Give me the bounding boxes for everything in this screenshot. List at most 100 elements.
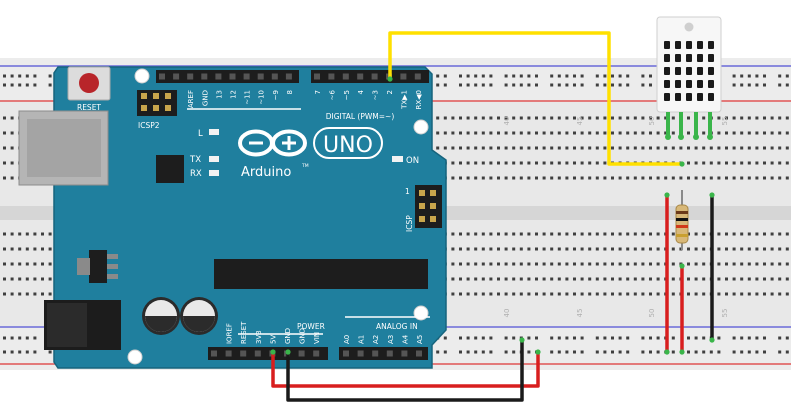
digital-socket[interactable] [371, 73, 378, 80]
digital-socket[interactable] [285, 73, 292, 80]
wire-endpoint [535, 349, 541, 355]
breadboard-hole [694, 336, 698, 340]
digital-socket[interactable] [201, 73, 208, 80]
breadboard-hole [474, 350, 478, 354]
digital-socket[interactable] [159, 73, 165, 80]
breadboard-hole [481, 336, 485, 340]
breadboard-hole [664, 146, 668, 150]
breadboard-hole [557, 161, 561, 165]
header-socket[interactable] [386, 350, 393, 357]
breadboard-hole [763, 292, 766, 296]
breadboard-hole [557, 131, 561, 135]
digital-socket[interactable] [257, 73, 264, 80]
breadboard-hole [489, 232, 493, 236]
grille-slot [708, 80, 714, 88]
digital-socket[interactable] [342, 73, 349, 80]
breadboard-hole [580, 146, 584, 150]
breadboard-hole [580, 247, 584, 251]
breadboard-hole [603, 161, 607, 165]
breadboard-hole [573, 336, 576, 340]
breadboard-hole [580, 292, 584, 296]
header-socket[interactable] [298, 350, 305, 357]
breadboard-hole [10, 146, 14, 150]
header-socket[interactable] [401, 350, 408, 357]
breadboard-hole [671, 232, 675, 236]
breadboard-hole [633, 176, 637, 180]
breadboard-hole [633, 232, 637, 236]
breadboard-hole [18, 277, 22, 281]
icsp-pin [430, 203, 436, 209]
breadboard-hole [747, 176, 751, 180]
header-socket[interactable] [357, 350, 364, 357]
digital-socket[interactable] [229, 73, 236, 80]
breadboard-hole [550, 292, 554, 296]
breadboard-hole [755, 350, 759, 354]
led-rx-label: RX [190, 169, 202, 179]
breadboard-hole [671, 146, 675, 150]
breadboard-hole [573, 232, 576, 236]
breadboard-hole [527, 116, 531, 120]
digital-socket[interactable] [314, 73, 320, 80]
breadboard-hole [565, 232, 569, 236]
main-microcontroller [214, 259, 428, 289]
breadboard-hole [687, 292, 690, 296]
header-socket[interactable] [313, 350, 320, 357]
digital-socket[interactable] [243, 73, 250, 80]
breadboard-hole [702, 262, 706, 266]
breadboard-hole [3, 83, 6, 87]
breadboard-hole [717, 262, 721, 266]
digital-socket[interactable] [328, 73, 335, 80]
breadboard-hole [3, 161, 6, 165]
digital-socket[interactable] [173, 73, 180, 80]
breadboard-hole [565, 161, 569, 165]
breadboard-hole [10, 83, 14, 87]
breadboard-hole [557, 176, 561, 180]
breadboard-hole [747, 350, 751, 354]
header-socket[interactable] [343, 350, 349, 357]
breadboard-hole [565, 292, 569, 296]
breadboard-hole [497, 116, 500, 120]
header-socket[interactable] [240, 350, 247, 357]
digital-socket[interactable] [414, 73, 421, 80]
breadboard-hole [573, 83, 576, 87]
header-socket[interactable] [372, 350, 379, 357]
breadboard-hole [489, 350, 493, 354]
breadboard-hole [763, 131, 766, 135]
breadboard-hole [747, 292, 751, 296]
breadboard-hole [656, 176, 660, 180]
breadboard-hole [702, 292, 706, 296]
breadboard-hole [755, 161, 759, 165]
bottom-header-sockets [211, 350, 422, 357]
breadboard-hole [770, 116, 774, 120]
breadboard-hole [33, 336, 37, 340]
breadboard-hole [755, 292, 759, 296]
digital-socket[interactable] [357, 73, 364, 80]
header-socket[interactable] [416, 350, 422, 357]
breadboard-hole [535, 74, 538, 78]
breadboard-hole [770, 247, 774, 251]
header-socket[interactable] [254, 350, 261, 357]
header-socket[interactable] [225, 350, 232, 357]
breadboard-hole [443, 131, 447, 135]
breadboard-hole [588, 247, 592, 251]
breadboard-hole [641, 247, 645, 251]
breadboard-hole [740, 262, 744, 266]
breadboard-hole [717, 131, 721, 135]
digital-socket[interactable] [215, 73, 222, 80]
breadboard-hole [489, 74, 493, 78]
breadboard-hole [603, 277, 607, 281]
breadboard-hole [10, 161, 14, 165]
breadboard-hole [732, 176, 736, 180]
header-socket[interactable] [211, 350, 217, 357]
breadboard-hole [747, 83, 751, 87]
digital-socket[interactable] [187, 73, 194, 80]
breadboard-hole [504, 176, 508, 180]
breadboard-hole [436, 83, 440, 87]
digital-socket[interactable] [271, 73, 278, 80]
brand-label: Arduino [241, 165, 291, 180]
breadboard-hole [694, 350, 698, 354]
reset-button-cap[interactable] [79, 73, 99, 93]
breadboard-hole [633, 277, 637, 281]
breadboard-hole [497, 277, 500, 281]
digital-socket[interactable] [400, 73, 407, 80]
